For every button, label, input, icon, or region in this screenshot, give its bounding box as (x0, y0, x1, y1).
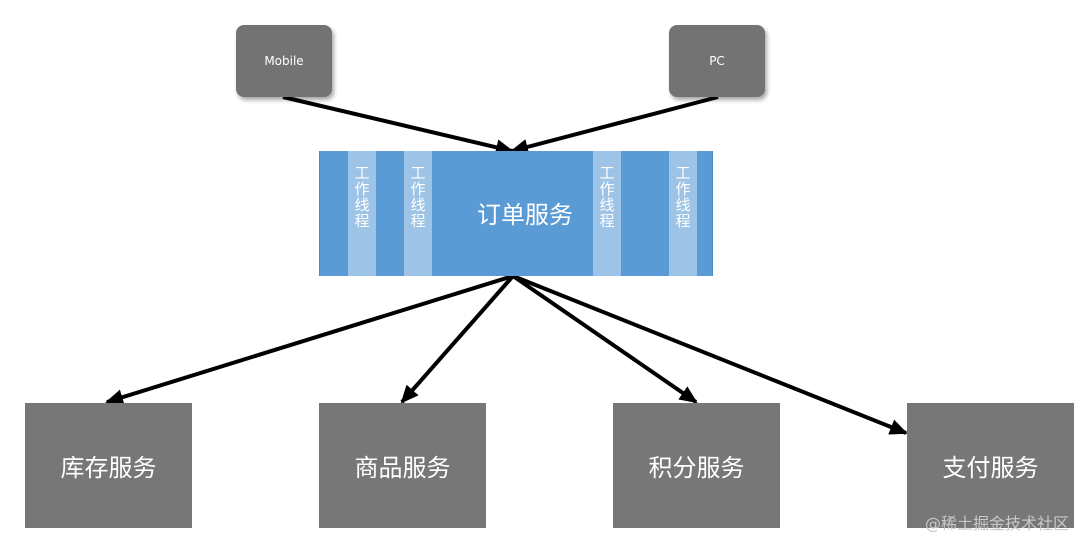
arrow-order-to-payment (512, 274, 908, 435)
arrow-mobile-to-order (282, 95, 514, 156)
inventory-service-label: 库存服务 (60, 454, 157, 482)
points-service-box: 积分服务 (613, 403, 780, 528)
product-service-box: 商品服务 (319, 403, 486, 528)
worker-thread-3-label: 工作线程 (597, 165, 616, 229)
arrow-pc-to-order (510, 95, 719, 155)
mobile-client-label: Mobile (264, 54, 304, 68)
worker-thread-2: 工作线程 (404, 151, 432, 276)
arrow-order-to-product (400, 274, 515, 404)
arrow-order-to-points (511, 274, 698, 404)
mobile-client-box: Mobile (236, 25, 332, 97)
points-service-label: 积分服务 (648, 454, 745, 482)
worker-thread-1: 工作线程 (348, 151, 376, 276)
watermark: @稀土掘金技术社区 (924, 514, 1069, 533)
payment-service-box: 支付服务 (907, 403, 1074, 528)
pc-client-label: PC (709, 54, 725, 68)
product-service-label: 商品服务 (354, 454, 451, 482)
inventory-service-box: 库存服务 (25, 403, 192, 528)
worker-thread-4-label: 工作线程 (673, 165, 692, 229)
order-service-label: 订单服务 (477, 201, 573, 229)
pc-client-box: PC (669, 25, 765, 97)
worker-thread-4: 工作线程 (669, 151, 697, 276)
arrow-order-to-inventory (105, 274, 514, 405)
worker-thread-2-label: 工作线程 (408, 165, 427, 229)
payment-service-label: 支付服务 (942, 454, 1039, 482)
worker-thread-1-label: 工作线程 (352, 165, 371, 229)
order-service-box: 工作线程 工作线程 订单服务 工作线程 工作线程 (319, 151, 713, 276)
worker-thread-3: 工作线程 (593, 151, 621, 276)
